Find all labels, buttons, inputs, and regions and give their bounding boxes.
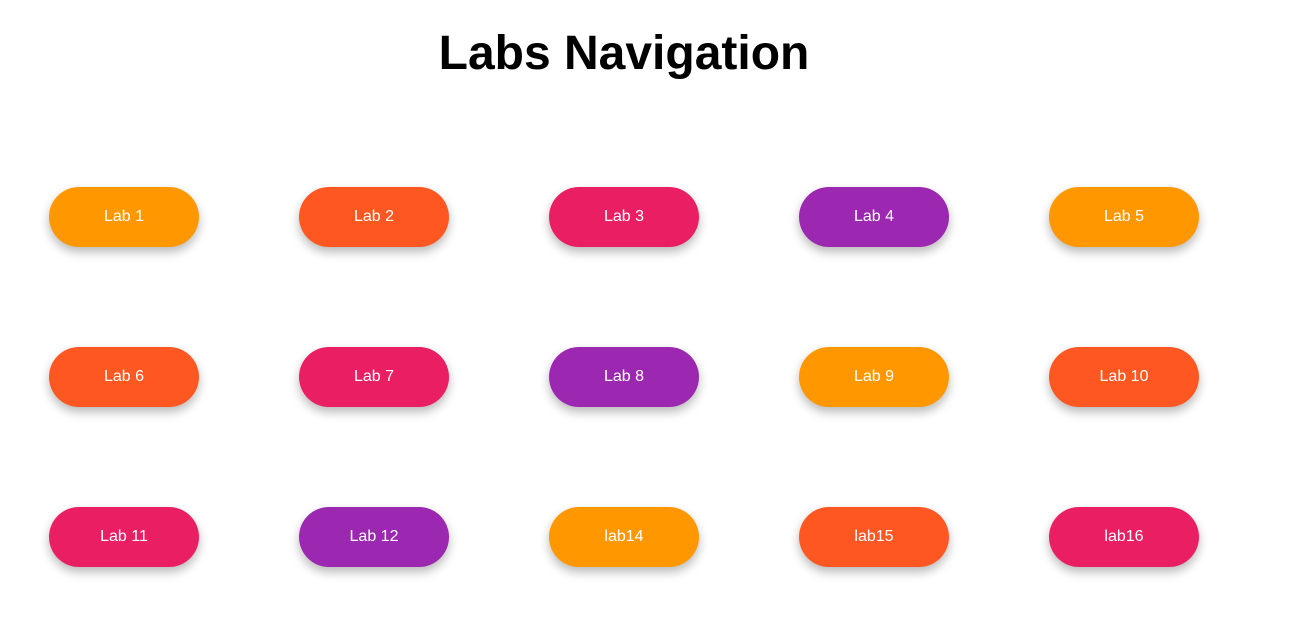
lab-button-10[interactable]: Lab 10 [1049, 347, 1199, 407]
lab-button-5[interactable]: Lab 5 [1049, 187, 1199, 247]
lab-button-15[interactable]: lab15 [799, 507, 949, 567]
lab-button-6[interactable]: Lab 6 [49, 347, 199, 407]
lab-button-12[interactable]: Lab 12 [299, 507, 449, 567]
lab-button-14[interactable]: lab14 [549, 507, 699, 567]
lab-button-11[interactable]: Lab 11 [49, 507, 199, 567]
lab-button-9[interactable]: Lab 9 [799, 347, 949, 407]
lab-button-7[interactable]: Lab 7 [299, 347, 449, 407]
lab-button-2[interactable]: Lab 2 [299, 187, 449, 247]
lab-grid: Lab 1 Lab 2 Lab 3 Lab 4 Lab 5 Lab 6 Lab … [49, 187, 1199, 567]
lab-button-3[interactable]: Lab 3 [549, 187, 699, 247]
lab-button-1[interactable]: Lab 1 [49, 187, 199, 247]
lab-button-8[interactable]: Lab 8 [549, 347, 699, 407]
page-title: Labs Navigation [438, 27, 810, 80]
lab-button-16[interactable]: lab16 [1049, 507, 1199, 567]
lab-button-4[interactable]: Lab 4 [799, 187, 949, 247]
